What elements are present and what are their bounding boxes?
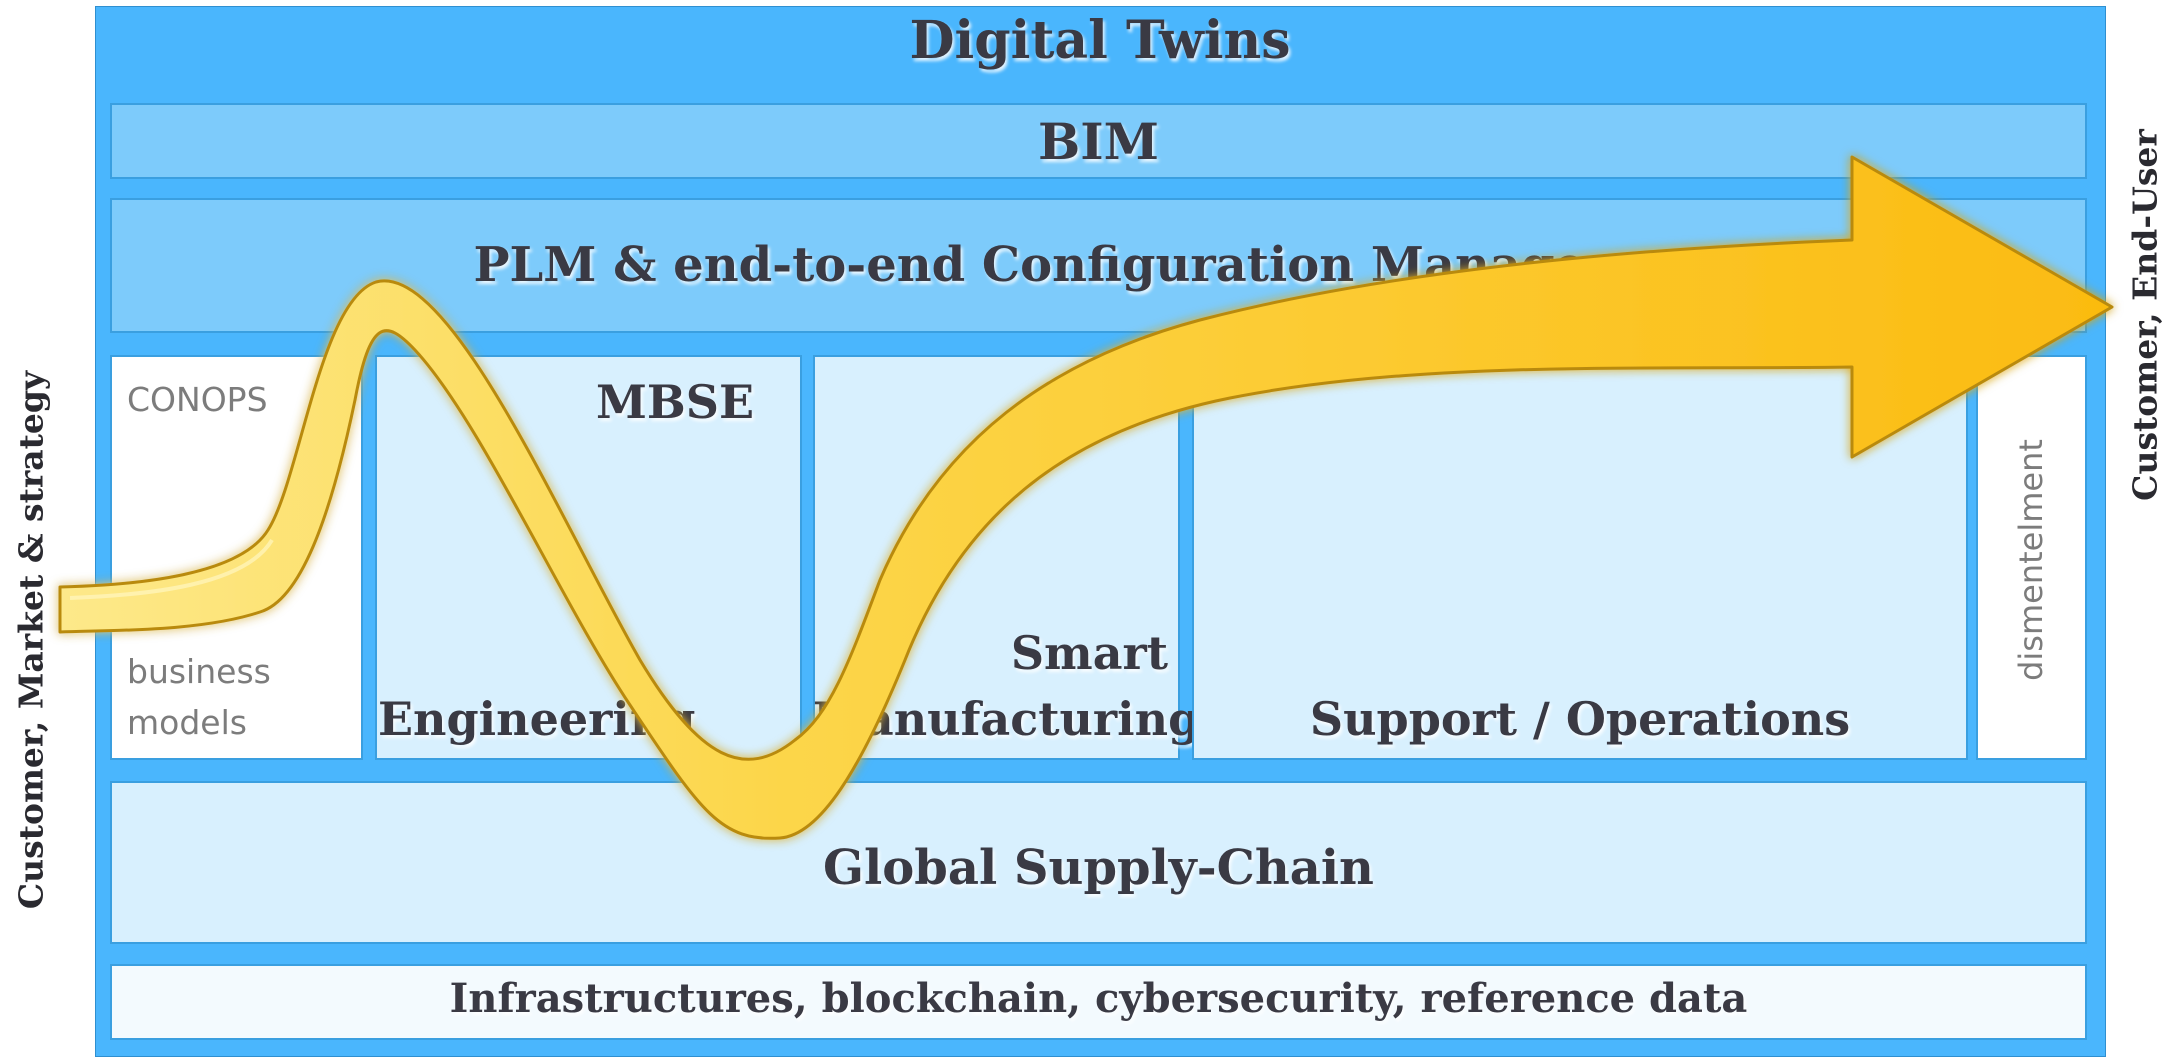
bim-label: BIM [1038,112,1159,171]
business-models-label-line2: models [127,703,247,742]
conops-label: CONOPS [127,380,268,419]
support-operations-label: Support / Operations [1309,692,1851,746]
infrastructure-band [110,964,2087,1040]
smart-label: Smart [1010,626,1168,680]
customer-market-strategy-label: Customer, Market & strategy [11,370,51,910]
mbse-label: MBSE [596,375,755,429]
supply-chain-label: Global Supply-Chain [823,840,1374,896]
digital-twins-title: Digital Twins [909,10,1291,71]
plm-label: PLM & end-to-end Configuration Managemen… [473,237,1724,293]
business-models-label-line1: business [127,652,271,691]
manufacturing-label: Manufacturing [813,692,1201,746]
engineering-label: Engineering [378,692,696,746]
infrastructure-label: Infrastructures, blockchain, cybersecuri… [449,975,1748,1022]
customer-end-user-label: Customer, End-User [2125,129,2165,501]
dismantlement-label: dismentelment [2012,439,2050,681]
